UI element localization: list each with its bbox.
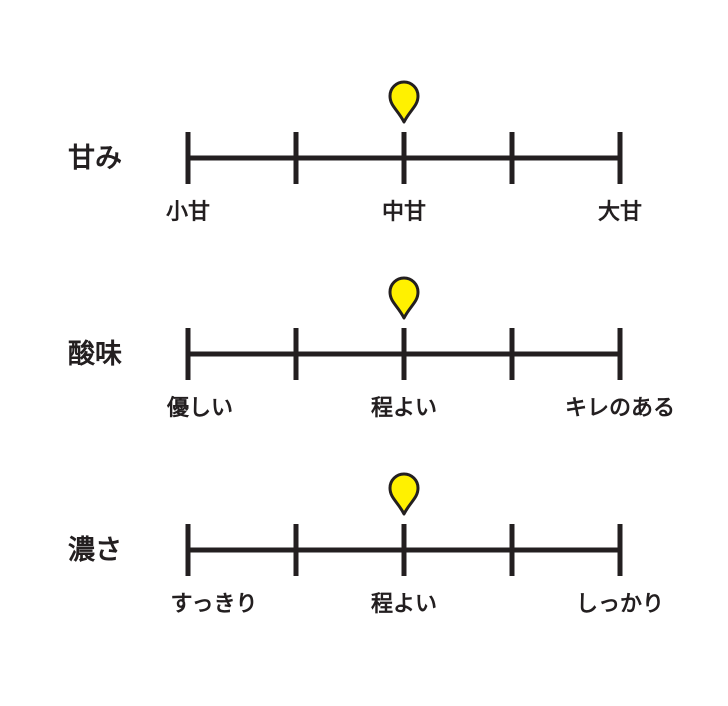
scale-sweetness: 甘み 小甘 中甘 大甘	[0, 78, 728, 238]
tick-label-center: 中甘	[381, 200, 427, 225]
tick-label-right: しっかり	[575, 592, 665, 617]
tick-label-left: 小甘	[165, 200, 211, 225]
map-pin-icon	[388, 276, 420, 320]
tick-label-right: 大甘	[597, 200, 643, 225]
tick-label-center: 程よい	[370, 592, 438, 617]
tick-label-right: キレのある	[564, 396, 676, 421]
scale-title: 濃さ	[68, 535, 122, 566]
tick-label-left: 優しい	[166, 396, 234, 421]
tick-label-left: すっきり	[170, 592, 258, 617]
scale-acidity: 酸味 優しい 程よい キレのある	[0, 274, 728, 434]
scale-title: 甘み	[68, 143, 122, 174]
map-pin-icon	[388, 472, 420, 516]
scale-track	[185, 472, 623, 576]
scale-track	[185, 80, 623, 184]
scale-richness: 濃さ すっきり 程よい しっかり	[0, 470, 728, 630]
scale-title: 酸味	[68, 339, 122, 370]
scale-track	[185, 276, 623, 380]
map-pin-icon	[388, 80, 420, 124]
tick-label-center: 程よい	[370, 396, 438, 421]
